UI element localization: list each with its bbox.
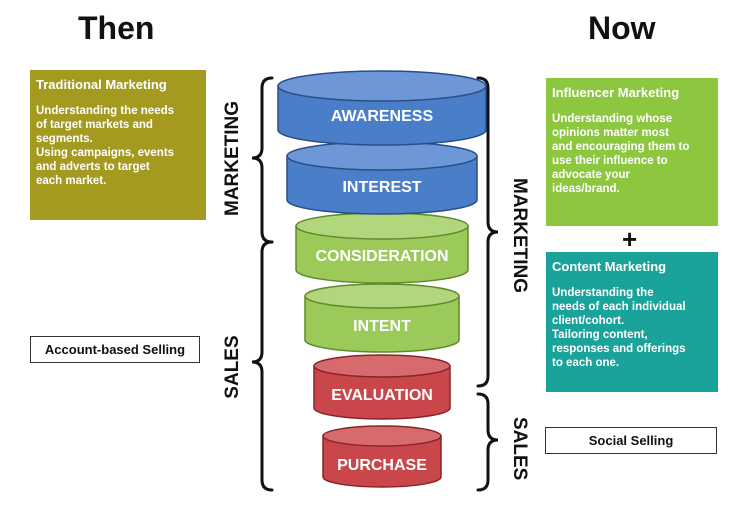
stage-label-evaluation: EVALUATION (331, 387, 433, 404)
stage-interest: INTEREST (286, 141, 478, 215)
right-sales-bracket (476, 392, 499, 492)
plus-sign: + (622, 224, 638, 254)
left-marketing-bracket (251, 76, 274, 244)
stage-intent: INTENT (304, 283, 460, 353)
stage-label-purchase: PURCHASE (337, 457, 427, 474)
stage-label-consideration: CONSIDERATION (315, 248, 448, 265)
content-marketing-title: Content Marketing (552, 259, 667, 274)
stage-label-awareness: AWARENESS (331, 108, 434, 125)
traditional-marketing-box: Traditional Marketing Understanding the … (30, 70, 206, 220)
social-selling-box: Social Selling (545, 427, 717, 454)
influencer-marketing-box: Influencer Marketing Understanding whose… (546, 78, 718, 226)
traditional-marketing-body: Understanding the needs of target market… (36, 105, 175, 187)
left-sales-bracket (251, 240, 274, 492)
now-heading: Now (588, 10, 656, 46)
traditional-marketing-title: Traditional Marketing (36, 77, 167, 92)
right-marketing-bracket (476, 76, 499, 388)
brackets (251, 76, 499, 492)
stage-purchase: PURCHASE (322, 425, 442, 488)
then-heading: Then (78, 10, 155, 46)
stage-evaluation: EVALUATION (313, 354, 451, 420)
account-based-selling-box: Account-based Selling (30, 336, 200, 363)
content-marketing-body: Understanding the needs of each individu… (552, 287, 686, 369)
influencer-marketing-body: Understanding whose opinions matter most… (552, 113, 690, 195)
influencer-marketing-title: Influencer Marketing (552, 85, 680, 100)
stage-awareness: AWARENESS (277, 70, 487, 146)
stage-label-interest: INTEREST (342, 179, 421, 196)
stage-consideration: CONSIDERATION (295, 212, 469, 284)
content-marketing-box: Content Marketing Understanding the need… (546, 252, 718, 392)
stage-label-intent: INTENT (353, 318, 411, 335)
